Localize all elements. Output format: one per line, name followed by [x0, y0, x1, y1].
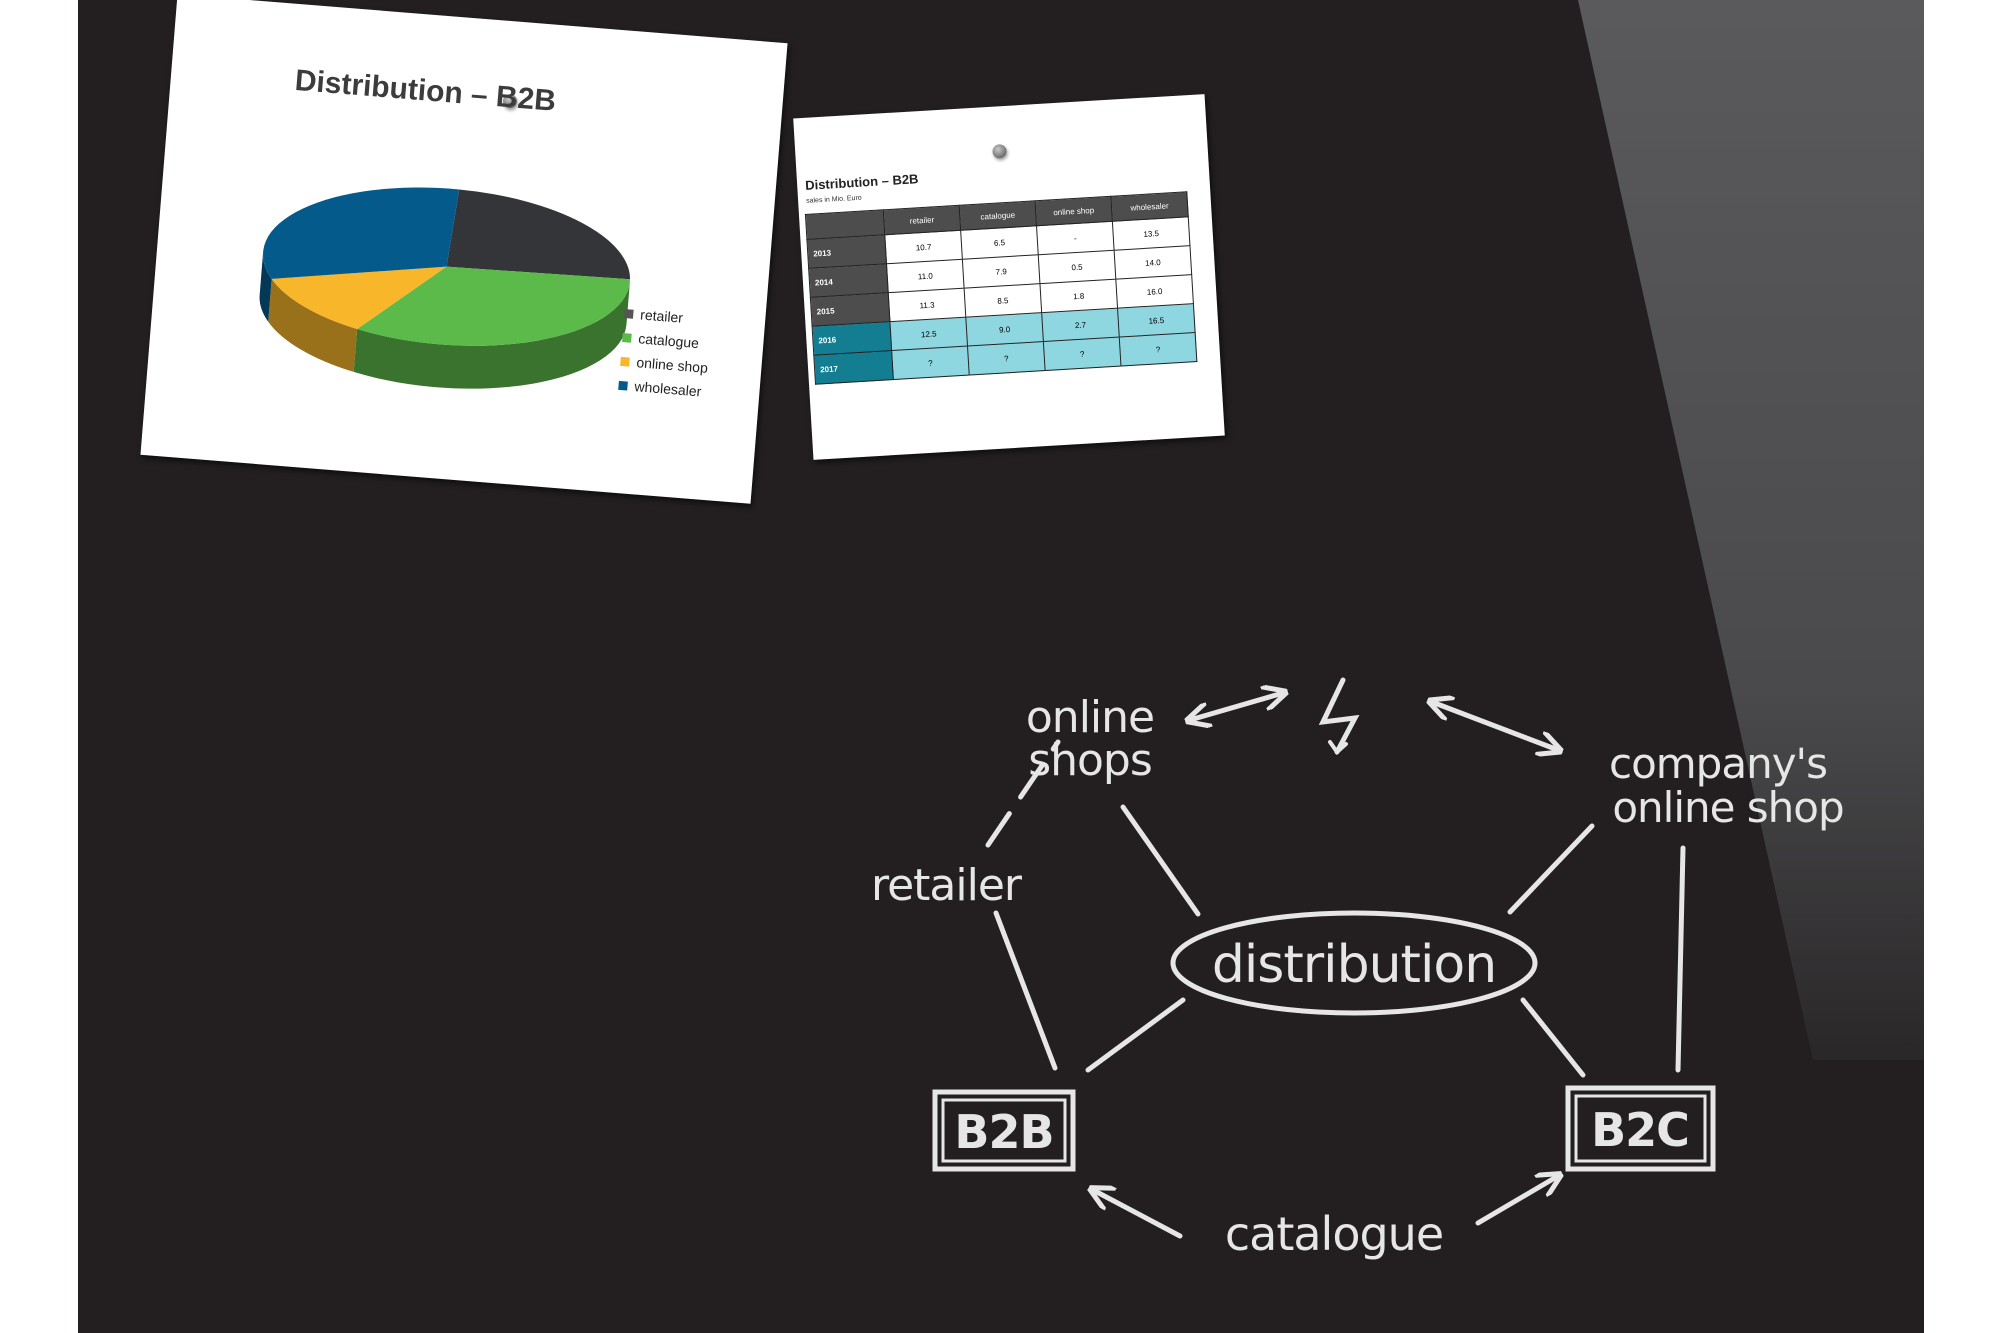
- distribution-ellipse: [1170, 910, 1538, 1016]
- b2b-box-inner: [941, 1098, 1067, 1163]
- dashed-connector: [985, 739, 1061, 848]
- lightning-arrowhead: [1328, 740, 1348, 755]
- pie-slice-wholesaler: [263, 187, 460, 279]
- connector-line: [1520, 997, 1586, 1078]
- pie-side-online-shop: [268, 278, 358, 372]
- pie-side-catalogue: [353, 281, 630, 389]
- connector-line: [1675, 845, 1686, 1073]
- arrow: [1432, 702, 1558, 750]
- b2c-box-inner: [1574, 1094, 1707, 1163]
- pie-slice-online-shop: [271, 266, 447, 330]
- lightning-icon: [1318, 677, 1360, 755]
- connector-line: [1507, 823, 1595, 915]
- arrow: [1475, 1176, 1558, 1226]
- company-online-shop-label: company's: [1609, 739, 1827, 788]
- catalogue-label: catalogue: [1225, 1207, 1443, 1261]
- connector-line: [1120, 804, 1201, 917]
- b2b-box: [932, 1089, 1076, 1172]
- online-shops-label: online: [1026, 692, 1154, 743]
- b2b-label: B2B: [954, 1105, 1053, 1159]
- online-shops-label: shops: [1028, 735, 1152, 786]
- pie-side-wholesaler: [259, 251, 272, 322]
- arrow: [1190, 693, 1283, 720]
- connector-line: [1085, 997, 1186, 1073]
- b2c-label: B2C: [1591, 1103, 1689, 1157]
- chalkboard: Distribution – B2B retailer catalogue on…: [78, 0, 1924, 1333]
- pie-chart-sheet: Distribution – B2B retailer catalogue on…: [140, 0, 788, 504]
- arrow: [1093, 1190, 1183, 1239]
- pie-slice-retailer: [446, 189, 631, 280]
- chalk-diagram: distribution B2B B2C online shops compan…: [871, 677, 1845, 1261]
- b2c-box: [1565, 1085, 1716, 1172]
- connector-line: [993, 910, 1058, 1071]
- pie-slice-catalogue: [357, 266, 631, 346]
- pie-chart: [259, 187, 631, 389]
- retailer-label: retailer: [871, 860, 1023, 911]
- company-online-shop-label: online shop: [1612, 783, 1843, 832]
- distribution-label: distribution: [1212, 935, 1496, 995]
